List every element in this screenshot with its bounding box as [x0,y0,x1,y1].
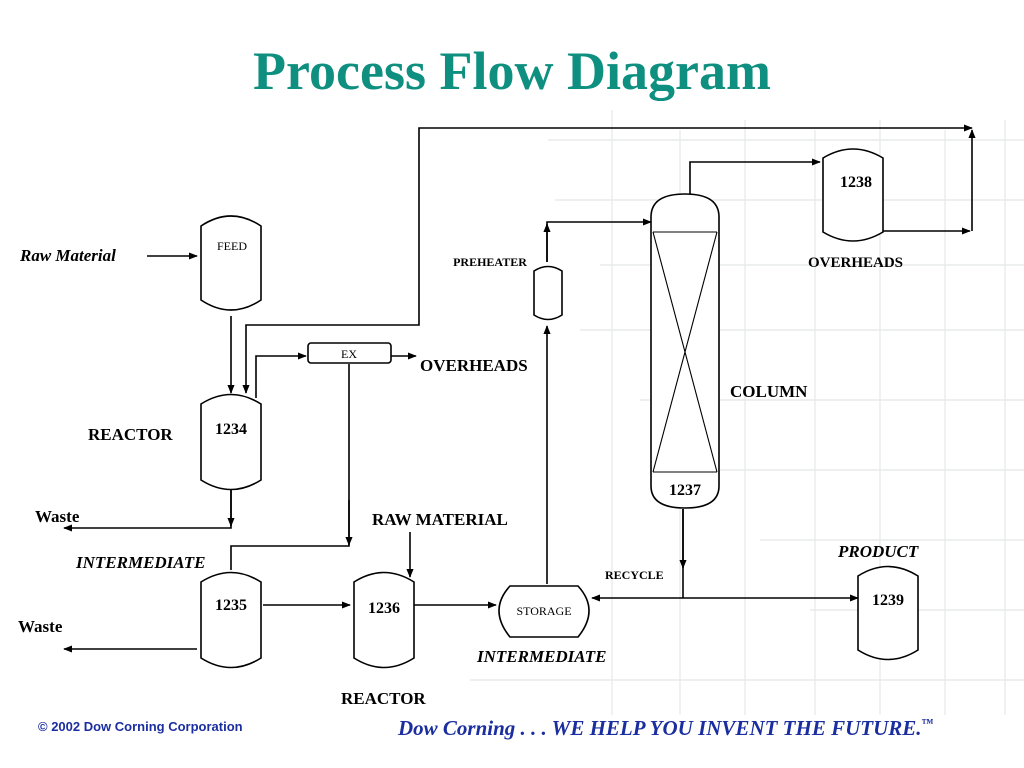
column-1237-number: 1237 [669,482,701,499]
storage-label: STORAGE [516,604,571,618]
raw-material-label: Raw Material [19,246,116,265]
reactor-1236-vessel [353,571,415,669]
preheater-to-column-line [546,218,652,262]
reactor-1236-number: 1236 [368,600,400,617]
waste-top-label: Waste [35,507,80,526]
heat-exchanger [307,342,392,364]
column-to-overheads-line [689,158,821,197]
exchanger-label: EX [341,347,357,361]
page-title: Process Flow Diagram [253,41,771,101]
product-label: PRODUCT [837,542,919,561]
preheater-label: PREHEATER [453,255,527,269]
feed-tank [200,215,262,311]
feed-label: FEED [217,239,247,253]
preheater-vessel [533,265,563,321]
exchanger-down-line [230,364,350,570]
raw-material-upper-label: RAW MATERIAL [372,510,508,529]
reactor-1234-number: 1234 [215,421,247,438]
vessel-1235-number: 1235 [215,597,247,614]
waste-bottom-label: Waste [18,617,63,636]
copyright-notice: © 2002 Dow Corning Corporation [38,719,243,734]
tagline-text: Dow Corning . . . WE HELP YOU INVENT THE… [398,716,922,740]
vessel-1235 [200,571,262,669]
intermediate-storage-label: INTERMEDIATE [476,647,606,666]
recycle-label: RECYCLE [605,568,664,582]
trademark-symbol: ™ [921,716,934,730]
reactor-top-label: REACTOR [88,425,173,444]
top-recycle-return-line [242,124,973,394]
overheads-1238-label: OVERHEADS [808,255,903,271]
reactor-waste-line [63,489,232,532]
product-1239-number: 1239 [872,592,904,609]
overheads-ex-label: OVERHEADS [420,356,528,375]
column-label: COLUMN [730,382,808,401]
reactor-1234-vessel [200,393,262,491]
overheads-1238-number: 1238 [840,174,872,191]
product-1239-vessel [857,565,919,661]
reactor-to-exchanger-line [255,352,307,398]
reactor-bottom-label: REACTOR [341,689,426,708]
intermediate-top-label: INTERMEDIATE [75,553,205,572]
column-packing-cross-2 [652,231,718,473]
overheads-1238-vessel [822,148,884,242]
company-tagline: Dow Corning . . . WE HELP YOU INVENT THE… [398,716,934,741]
storage-tank [498,585,590,638]
